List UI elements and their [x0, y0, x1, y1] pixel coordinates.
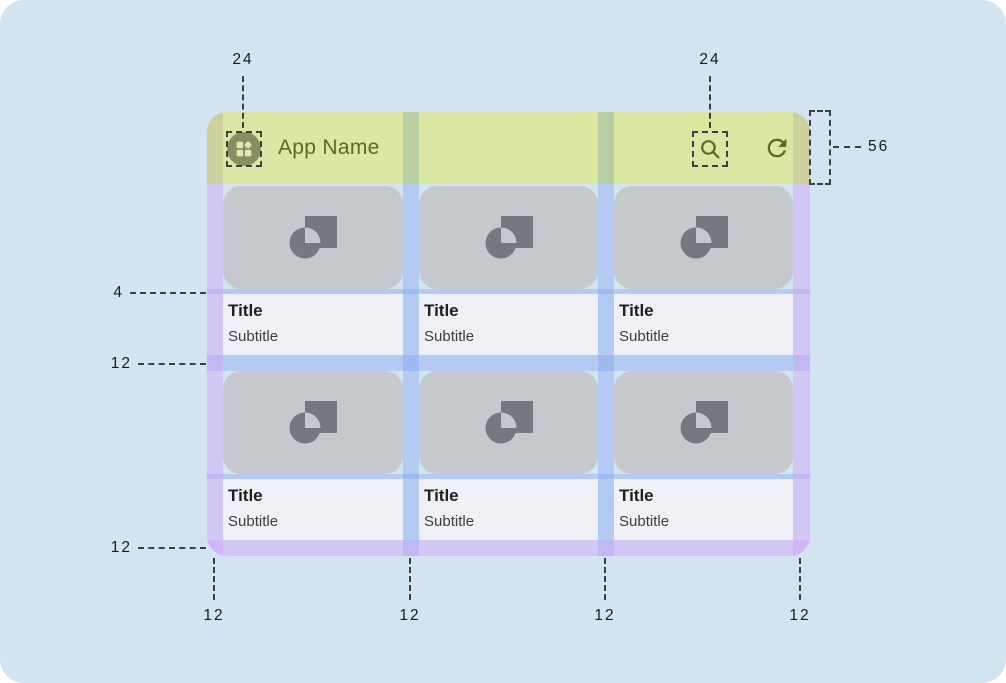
card-text-block[interactable]: Title Subtitle [614, 294, 793, 355]
card-title: Title [424, 486, 459, 505]
card-text-block[interactable]: Title Subtitle [419, 294, 598, 355]
leader-line [833, 146, 861, 148]
left-margin-overlay [207, 184, 223, 556]
card-subtitle: Subtitle [228, 328, 279, 345]
card-title: Title [228, 301, 263, 320]
left-margin-over-bar [207, 112, 223, 184]
dimension-label-gap-4: 4 [113, 284, 124, 301]
card-image[interactable] [223, 186, 403, 289]
gap-overlay-4 [207, 474, 810, 479]
card-title: Title [228, 486, 263, 505]
icon-size-callout-box-left [226, 131, 262, 167]
gutter-over-bar-1 [403, 112, 419, 184]
app-logo-button[interactable] [227, 132, 261, 166]
gutter-over-bar-2 [598, 112, 614, 184]
app-title: App Name [278, 136, 380, 159]
card-subtitle: Subtitle [424, 328, 475, 345]
card-text-block[interactable]: Title Subtitle [614, 479, 793, 540]
leader-line [409, 558, 411, 600]
leader-line [799, 558, 801, 600]
dimension-label-margin: 12 [789, 607, 811, 624]
refresh-icon[interactable] [763, 134, 791, 162]
image-placeholder-icon [680, 401, 728, 444]
leader-line [130, 292, 206, 294]
dimension-label-gutter: 12 [399, 607, 421, 624]
leader-line [242, 76, 244, 128]
gutter-overlay-1 [403, 184, 419, 556]
icon-size-callout-box-right [692, 131, 728, 167]
right-margin-over-bar [793, 112, 810, 184]
top-app-bar: App Name [207, 112, 810, 184]
card-image[interactable] [419, 186, 598, 289]
card-text-block[interactable]: Title Subtitle [223, 479, 403, 540]
dimension-label-bottom-margin: 12 [110, 539, 132, 556]
dimension-label-gutter: 12 [594, 607, 616, 624]
appbar-height-bracket [809, 110, 831, 185]
card-subtitle: Subtitle [424, 513, 475, 530]
image-placeholder-icon [485, 401, 533, 444]
card-text-block[interactable]: Title Subtitle [223, 294, 403, 355]
leader-line [138, 547, 206, 549]
card-subtitle: Subtitle [228, 513, 279, 530]
card-subtitle: Subtitle [619, 328, 670, 345]
card-title: Title [619, 486, 654, 505]
search-icon[interactable] [698, 137, 723, 162]
leader-line [709, 76, 711, 128]
leader-line [604, 558, 606, 600]
dimension-label-row-gap: 12 [110, 355, 132, 372]
card-image[interactable] [419, 371, 598, 474]
card-title: Title [424, 301, 459, 320]
image-placeholder-icon [485, 216, 533, 259]
card-image[interactable] [223, 371, 403, 474]
row-gap-overlay-12 [207, 355, 810, 371]
right-margin-overlay [793, 184, 810, 556]
dimension-label-margin: 12 [203, 607, 225, 624]
card-image[interactable] [614, 186, 793, 289]
card-image[interactable] [614, 371, 793, 474]
dashboard-icon [233, 138, 255, 160]
card-title: Title [619, 301, 654, 320]
image-placeholder-icon [289, 401, 337, 444]
leader-line [138, 363, 206, 365]
dimension-label-icon-left: 24 [232, 51, 254, 68]
image-placeholder-icon [680, 216, 728, 259]
gutter-overlay-2 [598, 184, 614, 556]
bottom-margin-overlay [207, 540, 810, 556]
card-subtitle: Subtitle [619, 513, 670, 530]
app-mockup: App Name [207, 112, 810, 556]
card-text-block[interactable]: Title Subtitle [419, 479, 598, 540]
gap-overlay-4 [207, 289, 810, 294]
dimension-label-icon-right: 24 [699, 51, 721, 68]
image-placeholder-icon [289, 216, 337, 259]
leader-line [213, 558, 215, 600]
dimension-label-appbar-height: 56 [868, 138, 890, 155]
